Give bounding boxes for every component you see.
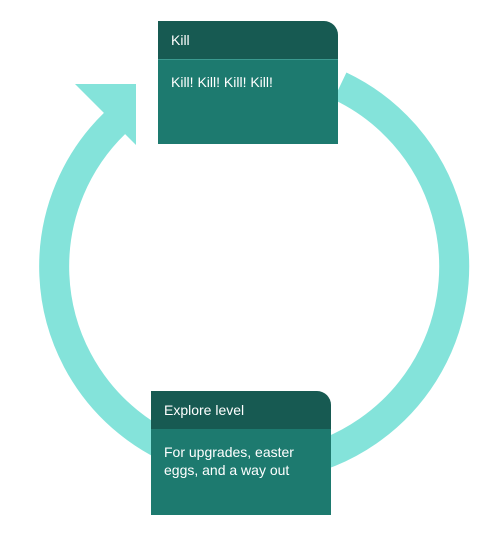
step-title-kill: Kill bbox=[158, 21, 338, 59]
cycle-arrowhead bbox=[75, 84, 136, 145]
step-description-explore: For upgrades, easter eggs, and a way out bbox=[151, 429, 331, 515]
step-card-explore: Explore level For upgrades, easter eggs,… bbox=[151, 391, 331, 515]
step-card-kill: Kill Kill! Kill! Kill! Kill! bbox=[158, 21, 338, 144]
step-description-kill: Kill! Kill! Kill! Kill! bbox=[158, 59, 338, 144]
step-title-explore: Explore level bbox=[151, 391, 331, 429]
